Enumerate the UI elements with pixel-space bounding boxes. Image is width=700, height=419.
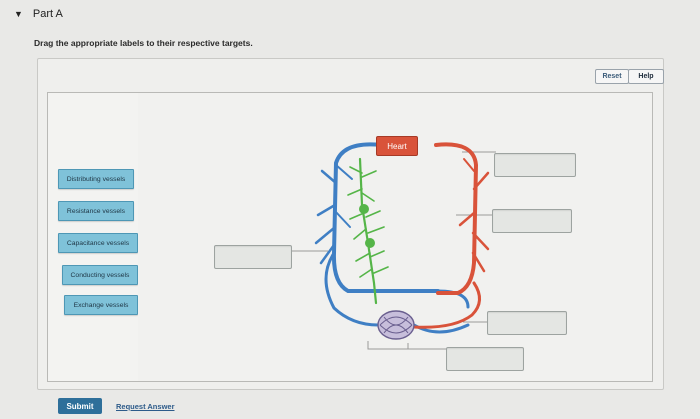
- reset-button[interactable]: Reset: [595, 69, 629, 84]
- drop-target-1[interactable]: [494, 153, 576, 177]
- drop-target-2[interactable]: [492, 209, 572, 233]
- leader-lines: [290, 151, 496, 350]
- label-resistance-vessels[interactable]: Resistance vessels: [58, 201, 134, 221]
- help-button[interactable]: Help: [628, 69, 664, 84]
- drop-target-3[interactable]: [214, 245, 292, 269]
- heart-box: Heart: [376, 136, 418, 156]
- label-exchange-vessels[interactable]: Exchange vessels: [64, 295, 138, 315]
- capillary-bed: [377, 310, 415, 340]
- drop-target-4[interactable]: [487, 311, 567, 335]
- request-answer-link[interactable]: Request Answer: [116, 402, 175, 411]
- nerve-node-1: [359, 204, 369, 214]
- label-distributing-vessels[interactable]: Distributing vessels: [58, 169, 134, 189]
- instructions-text: Drag the appropriate labels to their res…: [34, 38, 253, 48]
- part-title: Part A: [32, 8, 63, 20]
- nerve-structure: [347, 157, 389, 305]
- part-header[interactable]: ▼ Part A: [14, 8, 63, 20]
- circulation-diagram: [290, 142, 496, 350]
- collapse-caret-icon[interactable]: ▼: [14, 9, 23, 19]
- heart-label: Heart: [387, 141, 407, 151]
- drop-target-5[interactable]: [446, 347, 524, 371]
- label-capacitance-vessels[interactable]: Capacitance vessels: [58, 233, 138, 253]
- nerve-node-2: [365, 238, 375, 248]
- label-bank: Distributing vessels Resistance vessels …: [47, 92, 139, 382]
- submit-button[interactable]: Submit: [58, 398, 102, 414]
- artery-network: [412, 142, 490, 329]
- label-conducting-vessels[interactable]: Conducting vessels: [62, 265, 138, 285]
- drag-drop-workspace: Reset Help Distributing vessels Resistan…: [37, 58, 664, 390]
- vein-network: [314, 142, 470, 334]
- diagram-canvas: Heart: [138, 92, 653, 382]
